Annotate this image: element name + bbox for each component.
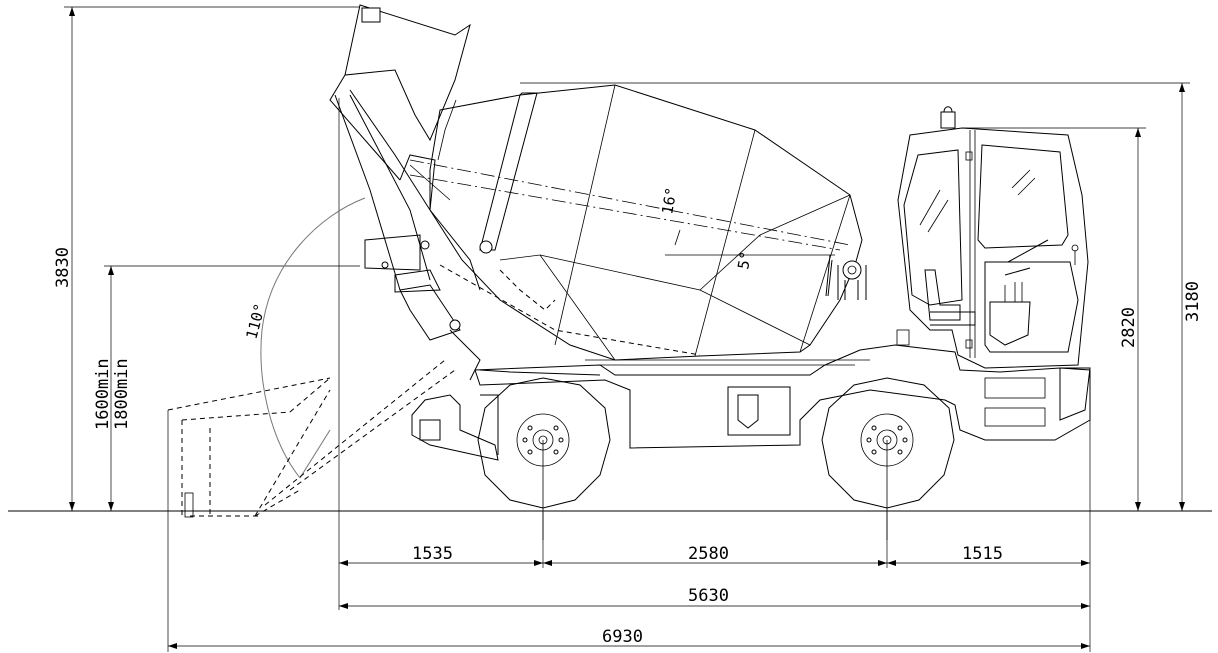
dim-1535-label: 1535 — [412, 544, 453, 564]
dim-1800min-label: 1800min — [112, 358, 132, 430]
operator-cab — [897, 106, 1089, 369]
chute-swing-angle-label: 110° — [242, 301, 269, 341]
height-dimension-2820: 2820 — [962, 127, 1146, 511]
dim-1600min-label: 1600min — [93, 358, 113, 430]
dim-5630-label: 5630 — [688, 586, 729, 606]
rear-skirt — [411, 394, 499, 461]
chassis-frame — [474, 329, 1091, 449]
dim-2580-label: 2580 — [688, 544, 729, 564]
drum-incline-angle-label: 5° — [734, 250, 755, 271]
length-dimension-6930: 6930 — [167, 410, 1090, 652]
dim-3180-label: 3180 — [1183, 281, 1203, 322]
rear-wheel — [821, 377, 955, 540]
length-dimension-row-1: 1535 2580 1515 — [338, 98, 1091, 652]
mixer-drum: 16° 5° — [409, 84, 867, 361]
dim-2820-label: 2820 — [1119, 307, 1139, 348]
height-dimension-chute-min: 1600min 1800min — [93, 265, 360, 511]
dim-3830-label: 3830 — [53, 247, 73, 288]
height-dimension-3180: 3180 — [520, 82, 1203, 511]
height-dimension-3830: 3830 — [53, 6, 360, 511]
dim-6930-label: 6930 — [602, 627, 643, 647]
front-wheel — [477, 377, 611, 540]
loading-hopper — [329, 4, 481, 381]
length-dimension-5630: 5630 — [339, 586, 1090, 609]
drum-tilt-angle-label: 16° — [658, 186, 680, 216]
chute-alternate-positions — [167, 359, 456, 518]
chute-swing-arc: 110° — [242, 197, 366, 479]
dim-1515-label: 1515 — [962, 544, 1003, 564]
